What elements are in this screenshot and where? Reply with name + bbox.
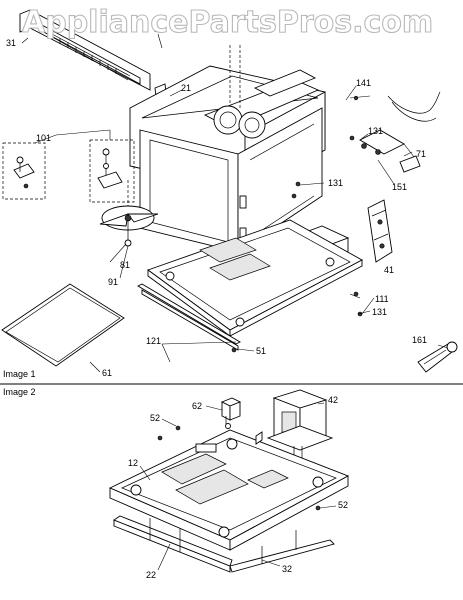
- base-plate-image2: [108, 425, 350, 551]
- front-rail-part: [137, 283, 241, 353]
- fuse-holder-part: [367, 199, 393, 263]
- wire-harness-part: [349, 91, 441, 173]
- stirrer-fan-part: [99, 180, 159, 247]
- leader-lines-image1: [21, 33, 449, 373]
- callout-52-top: 52: [150, 413, 160, 423]
- callout-22: 22: [146, 570, 156, 580]
- callout-1: 1: [154, 24, 159, 34]
- callout-71: 71: [416, 149, 426, 159]
- callout-12: 12: [128, 458, 138, 468]
- callout-31: 31: [6, 38, 16, 48]
- front-rail-image2: [113, 515, 335, 573]
- small-relay-part: [220, 397, 242, 429]
- stirrer-detail-boxes: [2, 129, 135, 203]
- callout-41: 41: [384, 265, 394, 275]
- section-label-image2: Image 2: [3, 387, 36, 397]
- callout-62: 62: [192, 401, 202, 411]
- callout-161: 161: [412, 335, 427, 345]
- callout-42: 42: [328, 395, 338, 405]
- callout-101: 101: [36, 133, 51, 143]
- touchup-tube-part: [417, 341, 458, 373]
- callout-21: 21: [181, 83, 191, 93]
- callout-111: 111: [375, 294, 389, 304]
- leader-lines-image2: [139, 402, 337, 571]
- callout-141: 141: [356, 78, 371, 88]
- section-label-image1: Image 1: [3, 369, 36, 379]
- base-plate-part: [147, 181, 363, 337]
- callout-121: 121: [146, 336, 161, 346]
- callout-131-top: 131: [368, 126, 383, 136]
- site-watermark: AppliancePartsPros.com: [22, 5, 433, 40]
- callout-61: 61: [102, 368, 112, 378]
- callout-81: 81: [120, 260, 130, 270]
- callout-52-right: 52: [338, 500, 348, 510]
- control-panel-part: [19, 9, 151, 91]
- transformer-large-part: [266, 389, 334, 492]
- floor-tray-part: [1, 283, 125, 367]
- gear-motor-assembly: [203, 45, 320, 139]
- callout-91: 91: [108, 277, 118, 287]
- callout-32: 32: [282, 564, 292, 574]
- callout-131-low: 131: [372, 307, 387, 317]
- callout-151: 151: [392, 182, 407, 192]
- callout-51: 51: [256, 346, 266, 356]
- callout-131-mid: 131: [328, 178, 343, 188]
